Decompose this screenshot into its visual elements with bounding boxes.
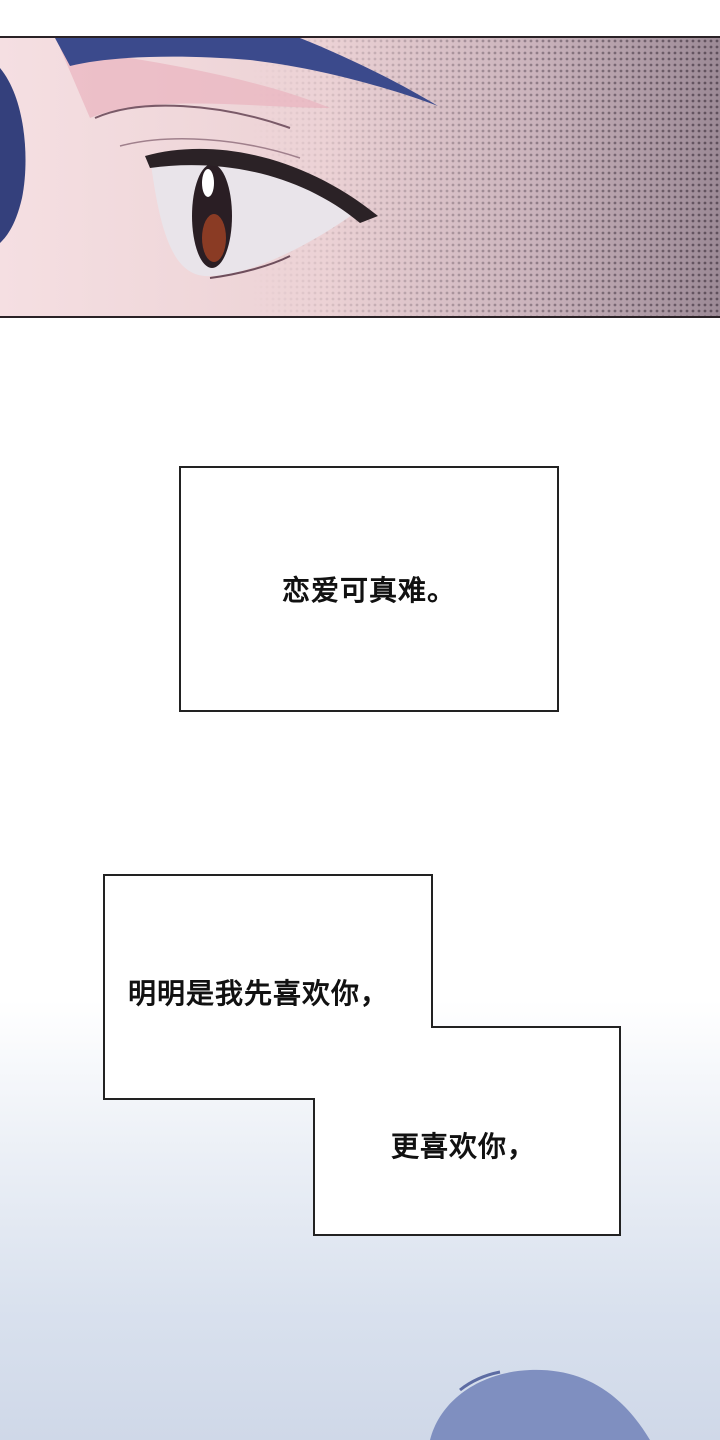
eye-closeup-art [0, 38, 720, 316]
eyebrow [55, 38, 438, 106]
lid-crease [94, 104, 291, 129]
eye-closeup-panel [0, 36, 720, 318]
hair-strand-detail [459, 1370, 501, 1392]
head-silhouette [430, 1369, 650, 1440]
iris [202, 214, 226, 262]
hair-top [430, 1369, 650, 1440]
caption-text-1: 恋爱可真难。 [281, 574, 456, 607]
caption-box-1: 恋爱可真难。 [179, 466, 559, 712]
eye-highlight [202, 169, 214, 197]
upper-lash [145, 148, 378, 223]
lid-line [119, 138, 301, 159]
lower-lid [209, 255, 291, 279]
brow-blush [60, 48, 330, 118]
hair-strand [0, 68, 26, 243]
